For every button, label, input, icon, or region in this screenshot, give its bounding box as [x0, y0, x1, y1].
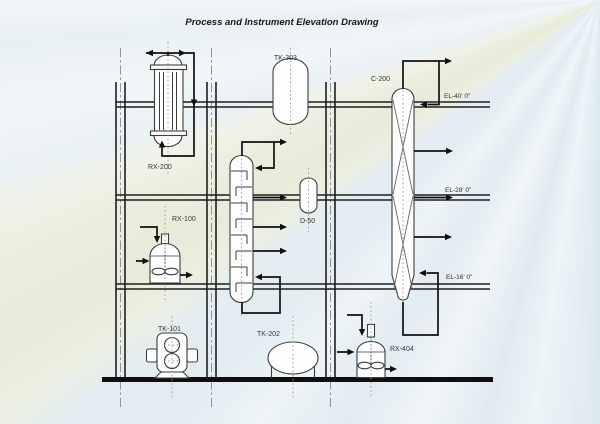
flow-arrow-right — [446, 147, 453, 155]
rx-200-top-dome — [153, 54, 183, 67]
flow-arrow-right — [280, 223, 287, 231]
equipment-centerlines — [164, 42, 404, 400]
tk-101-crosshairs — [164, 344, 180, 362]
flow-arrow-right — [280, 138, 287, 146]
tk-101-unit — [145, 332, 199, 379]
flow-arrow-left — [255, 164, 262, 172]
tk-202-label: TK-202 — [257, 331, 280, 338]
rx-200-bottom-flange — [149, 130, 188, 137]
rx-100-impeller — [151, 267, 166, 276]
flow-arrow-right — [445, 233, 452, 241]
rx-404-label: RX-404 — [390, 346, 414, 353]
tray-column-piping — [241, 138, 287, 314]
flow-arrow-right — [446, 194, 453, 201]
rx-200-top-flange — [149, 64, 188, 71]
rx-100-impeller — [164, 267, 179, 276]
rx-100-label: RX-100 — [172, 216, 196, 223]
flow-arrow-right — [179, 49, 186, 57]
el-16-label: EL-16' 0" — [446, 274, 473, 281]
pipe — [146, 52, 195, 157]
pipe — [241, 141, 281, 314]
rx-404-motor — [366, 323, 376, 338]
page-title: Process and Instrument Elevation Drawing — [185, 17, 378, 28]
c-200-shell — [391, 88, 415, 301]
tk-202-tank — [267, 341, 319, 378]
c-200-column — [391, 88, 415, 301]
rx-200-tubes — [159, 72, 177, 130]
flow-arrow-left — [419, 269, 426, 277]
c-200-packing-cross — [392, 99, 414, 289]
rx-404-impeller — [357, 361, 372, 370]
flow-arrow-right — [280, 247, 287, 255]
flow-arrow-right — [445, 57, 452, 65]
el-40-label: EL-40' 0" — [444, 93, 471, 100]
grid-centerlines — [120, 48, 331, 407]
tray-column — [229, 155, 254, 303]
c-200-label: C-200 — [371, 76, 390, 83]
flow-arrow-left — [146, 49, 153, 57]
labels: RX-200 TK-303 C-200 D-50 RX-100 TK-101 T… — [148, 55, 473, 353]
rx-200-exchanger — [149, 54, 188, 147]
flow-arrow-down — [153, 236, 161, 243]
rx-404-impeller — [370, 361, 385, 370]
rx-200-bottom-dome — [153, 134, 183, 147]
flow-arrow-right — [186, 271, 193, 279]
rx-200-piping — [146, 49, 198, 157]
c-200-piping — [402, 57, 453, 336]
el-28-label: EL-28' 0" — [445, 187, 472, 194]
flow-arrow-right — [390, 365, 397, 373]
rx-100-piping — [136, 226, 193, 279]
flow-arrow-right — [280, 194, 287, 201]
piping — [136, 49, 453, 373]
pipe — [337, 314, 391, 370]
flow-arrow-right — [347, 348, 355, 356]
pipe — [136, 226, 187, 276]
rx-200-shell — [153, 68, 184, 133]
d-50-drum — [299, 177, 318, 214]
flow-arrow-up — [158, 140, 166, 148]
pipe — [402, 60, 447, 336]
rx-404-reactor — [356, 323, 386, 379]
d-50-label: D-50 — [300, 218, 315, 225]
flow-arrow-left — [255, 273, 262, 281]
tk-303-label: TK-303 — [274, 55, 297, 62]
rx-100-reactor — [149, 233, 181, 284]
rx-200-label: RX-200 — [148, 164, 172, 171]
tk-101-left-tab — [145, 348, 158, 363]
tk-101-right-tab — [186, 348, 199, 363]
tk-101-label: TK-101 — [158, 326, 181, 333]
tray-column-trays — [231, 170, 252, 292]
flow-arrow-down — [358, 329, 366, 336]
rx-404-piping — [337, 314, 397, 373]
flow-arrow-down — [190, 99, 198, 107]
flow-arrow-left — [420, 101, 427, 108]
flow-arrow-right — [142, 257, 150, 265]
